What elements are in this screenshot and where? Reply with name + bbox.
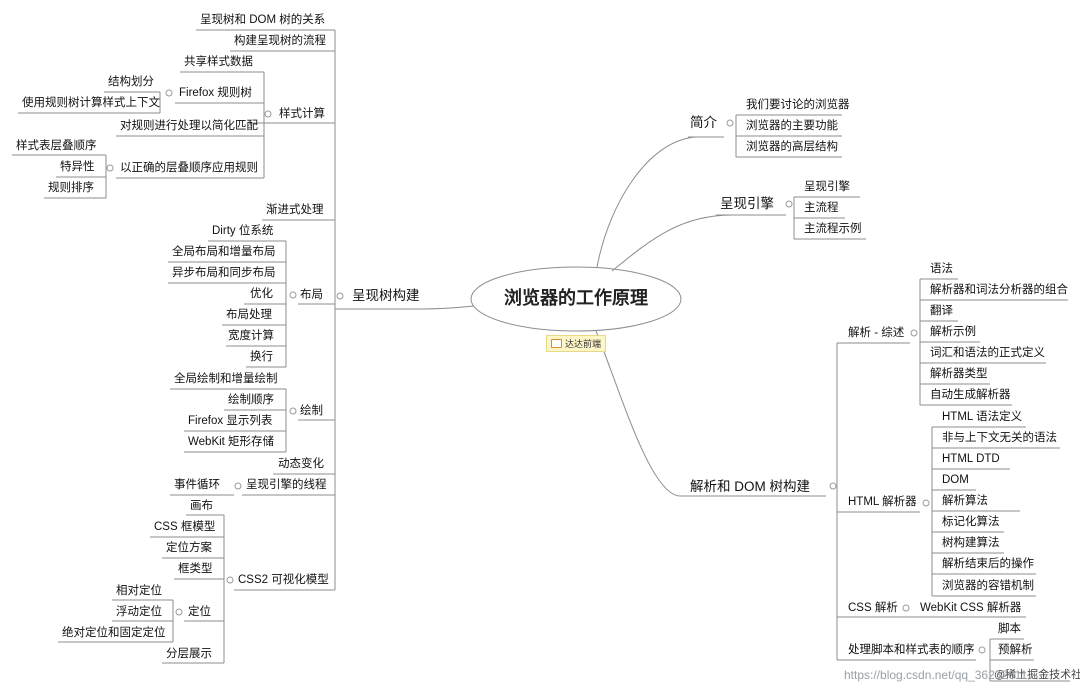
- node-layers[interactable]: 分层展示: [166, 648, 212, 660]
- collapse-toggle-icon: [902, 604, 910, 612]
- collapse-toggle-icon: [175, 608, 183, 616]
- branch-render-tree[interactable]: 呈现树构建: [352, 288, 420, 303]
- note-icon: [551, 339, 562, 348]
- collapse-toggle-icon: [106, 164, 114, 172]
- collapse-toggle-icon: [829, 482, 837, 490]
- node-absolute-fixed[interactable]: 绝对定位和固定定位: [62, 627, 166, 639]
- overview-item[interactable]: 解析示例: [930, 326, 976, 338]
- paint-item[interactable]: WebKit 矩形存储: [188, 436, 275, 448]
- node-css-parsing[interactable]: CSS 解析: [848, 602, 898, 614]
- collapse-toggle-icon: [785, 200, 793, 208]
- collapse-toggle-icon: [336, 292, 344, 300]
- node-structure-split[interactable]: 结构划分: [108, 76, 154, 88]
- layout-item[interactable]: 布局处理: [226, 309, 272, 321]
- layout-item[interactable]: 优化: [250, 288, 273, 300]
- node-layout[interactable]: 布局: [300, 289, 323, 301]
- node-firefox-rule-tree[interactable]: Firefox 规则树: [179, 87, 252, 99]
- node-progressive[interactable]: 渐进式处理: [266, 204, 324, 216]
- node-cascade-order[interactable]: 以正确的层叠顺序应用规则: [120, 162, 258, 174]
- node-compute-style-context[interactable]: 使用规则树计算样式上下文: [22, 97, 160, 109]
- collapse-toggle-icon: [226, 576, 234, 584]
- node-dynamic-changes[interactable]: 动态变化: [278, 458, 324, 470]
- node-share-style-data[interactable]: 共享样式数据: [184, 56, 253, 68]
- collapse-toggle-icon: [978, 646, 986, 654]
- branch-intro[interactable]: 简介: [690, 115, 717, 130]
- node-simplify-matching[interactable]: 对规则进行处理以简化匹配: [120, 120, 258, 132]
- node-parsing-overview[interactable]: 解析 - 综述: [848, 327, 905, 339]
- collapse-toggle-icon: [165, 89, 173, 97]
- collapse-toggle-icon: [922, 499, 930, 507]
- node-style-computation[interactable]: 样式计算: [279, 108, 325, 120]
- node-box-type[interactable]: 框类型: [178, 563, 213, 575]
- overview-item[interactable]: 语法: [930, 263, 953, 275]
- html-parser-item[interactable]: 非与上下文无关的语法: [942, 432, 1057, 444]
- node-float-position[interactable]: 浮动定位: [116, 606, 162, 618]
- node-scripts[interactable]: 脚本: [998, 623, 1021, 635]
- html-parser-item[interactable]: DOM: [942, 474, 969, 486]
- node-paint[interactable]: 绘制: [300, 405, 323, 417]
- node-stylesheet-cascade[interactable]: 样式表层叠顺序: [16, 140, 97, 152]
- layout-item[interactable]: Dirty 位系统: [212, 225, 274, 237]
- html-parser-item[interactable]: 解析结束后的操作: [942, 558, 1034, 570]
- node-specificity[interactable]: 特异性: [60, 161, 95, 173]
- node-event-loop[interactable]: 事件循环: [174, 479, 220, 491]
- paint-item[interactable]: 全局绘制和增量绘制: [174, 373, 278, 385]
- node-script-order[interactable]: 处理脚本和样式表的顺序: [848, 644, 975, 656]
- url-watermark: https://blog.csdn.net/qq_36232611: [844, 668, 1028, 682]
- node-css2-visual-model[interactable]: CSS2 可视化模型: [238, 574, 329, 586]
- node-rule-sorting[interactable]: 规则排序: [48, 182, 94, 194]
- engine-item[interactable]: 呈现引擎: [804, 181, 850, 193]
- html-parser-item[interactable]: 解析算法: [942, 495, 988, 507]
- layout-item[interactable]: 全局布局和增量布局: [172, 246, 276, 258]
- intro-item[interactable]: 浏览器的主要功能: [746, 120, 838, 132]
- node-positioning-scheme[interactable]: 定位方案: [166, 542, 212, 554]
- collapse-toggle-icon: [264, 110, 272, 118]
- layout-item[interactable]: 异步布局和同步布局: [172, 267, 276, 279]
- branch-parsing-dom[interactable]: 解析和 DOM 树构建: [690, 479, 810, 494]
- overview-item[interactable]: 自动生成解析器: [930, 389, 1011, 401]
- node-relative-position[interactable]: 相对定位: [116, 585, 162, 597]
- author-tag: 达达前端: [546, 335, 606, 352]
- collapse-toggle-icon: [910, 329, 918, 337]
- overview-item[interactable]: 翻译: [930, 305, 953, 317]
- collapse-toggle-icon: [234, 482, 242, 490]
- html-parser-item[interactable]: HTML DTD: [942, 453, 1000, 465]
- root-title[interactable]: 浏览器的工作原理: [504, 288, 648, 308]
- node-html-parser[interactable]: HTML 解析器: [848, 496, 917, 508]
- html-parser-item[interactable]: 树构建算法: [942, 537, 1000, 549]
- node-prefetch[interactable]: 预解析: [998, 644, 1033, 656]
- node-webkit-css-parser[interactable]: WebKit CSS 解析器: [920, 602, 1022, 614]
- overview-item[interactable]: 解析器和词法分析器的组合: [930, 284, 1068, 296]
- html-parser-item[interactable]: 标记化算法: [942, 516, 1000, 528]
- intro-item[interactable]: 我们要讨论的浏览器: [746, 99, 850, 111]
- node-build-flow[interactable]: 构建呈现树的流程: [234, 35, 326, 47]
- html-parser-item[interactable]: HTML 语法定义: [942, 411, 1023, 423]
- node-render-dom-relation[interactable]: 呈现树和 DOM 树的关系: [200, 14, 326, 26]
- collapse-toggle-icon: [289, 407, 297, 415]
- intro-item[interactable]: 浏览器的高层结构: [746, 141, 838, 153]
- node-engine-threads[interactable]: 呈现引擎的线程: [246, 479, 327, 491]
- collapse-toggle-icon: [726, 119, 734, 127]
- paint-item[interactable]: Firefox 显示列表: [188, 415, 273, 427]
- node-css-box-model[interactable]: CSS 框模型: [154, 521, 216, 533]
- collapse-toggle-icon: [289, 291, 297, 299]
- branch-rendering-engine[interactable]: 呈现引擎: [720, 196, 774, 211]
- layout-item[interactable]: 换行: [250, 351, 273, 363]
- paint-item[interactable]: 绘制顺序: [228, 394, 274, 406]
- engine-item[interactable]: 主流程示例: [804, 223, 862, 235]
- html-parser-item[interactable]: 浏览器的容错机制: [942, 580, 1034, 592]
- engine-item[interactable]: 主流程: [804, 202, 839, 214]
- overview-item[interactable]: 词汇和语法的正式定义: [930, 347, 1045, 359]
- community-watermark: @稀土掘金技术社区: [994, 669, 1080, 681]
- layout-item[interactable]: 宽度计算: [228, 330, 274, 342]
- node-positioning[interactable]: 定位: [188, 606, 211, 618]
- root-node-outline: [470, 266, 682, 332]
- overview-item[interactable]: 解析器类型: [930, 368, 988, 380]
- node-canvas[interactable]: 画布: [190, 500, 213, 512]
